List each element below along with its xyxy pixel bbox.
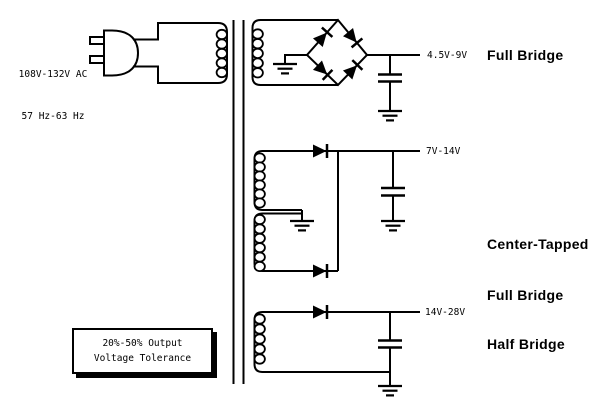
circuit-title-line1: Center-Tapped [487, 236, 589, 252]
capacitor-icon [378, 312, 402, 372]
secondary-winding-loops [253, 152, 266, 272]
plug-body [103, 29, 140, 77]
secondary-winding-icon [253, 311, 263, 373]
ac-voltage-range: 108V-132V AC [18, 69, 88, 80]
center-tapped-circuit [253, 144, 420, 278]
output-range-center-tapped: 7V-14V [426, 146, 461, 157]
ground-icon [290, 219, 314, 232]
capacitor-icon [381, 151, 405, 221]
circuit-title-half-bridge: Half Bridge [487, 336, 565, 352]
circuit-title-full-bridge: Full Bridge [487, 47, 564, 63]
secondary-winding-loops [253, 313, 266, 365]
circuit-title-line2: Full Bridge [487, 287, 564, 303]
diode-icon [343, 27, 364, 49]
output-range-half-bridge: 14V-28V [425, 307, 466, 318]
bridge-diamond [305, 18, 369, 87]
secondary-winding-bottom-icon [253, 212, 338, 272]
secondary-winding-loops [251, 28, 264, 79]
diode-icon [342, 59, 364, 80]
diode-icon [313, 144, 329, 158]
half-bridge-circuit [253, 305, 420, 397]
diode-icon [313, 305, 329, 319]
tolerance-note-line2: Voltage Tolerance [93, 353, 192, 364]
ground-wire [284, 54, 307, 64]
transformer-core-icon [232, 20, 245, 384]
tolerance-note-line1: 20%-50% Output [102, 338, 183, 349]
diode-icon [312, 26, 334, 48]
ac-frequency-range: 57 Hz-63 Hz [21, 111, 85, 122]
ground-icon [378, 384, 402, 397]
full-bridge-circuit [251, 18, 420, 122]
diode-icon [312, 60, 334, 81]
capacitor-icon [378, 55, 402, 111]
ac-plug-icon [89, 29, 140, 77]
tolerance-note-box: 20%-50% Output Voltage Tolerance [72, 328, 213, 374]
circuit-title-center-tapped: Center-Tapped Full Bridge [487, 202, 589, 338]
primary-winding-icon [133, 22, 228, 84]
diode-icon [313, 264, 329, 278]
ground-icon [273, 62, 297, 75]
ground-icon [381, 219, 405, 232]
ac-input-label: 108V-132V AC 57 Hz-63 Hz [7, 40, 99, 152]
ground-icon [378, 109, 402, 122]
output-range-full-bridge: 4.5V-9V [427, 50, 468, 61]
